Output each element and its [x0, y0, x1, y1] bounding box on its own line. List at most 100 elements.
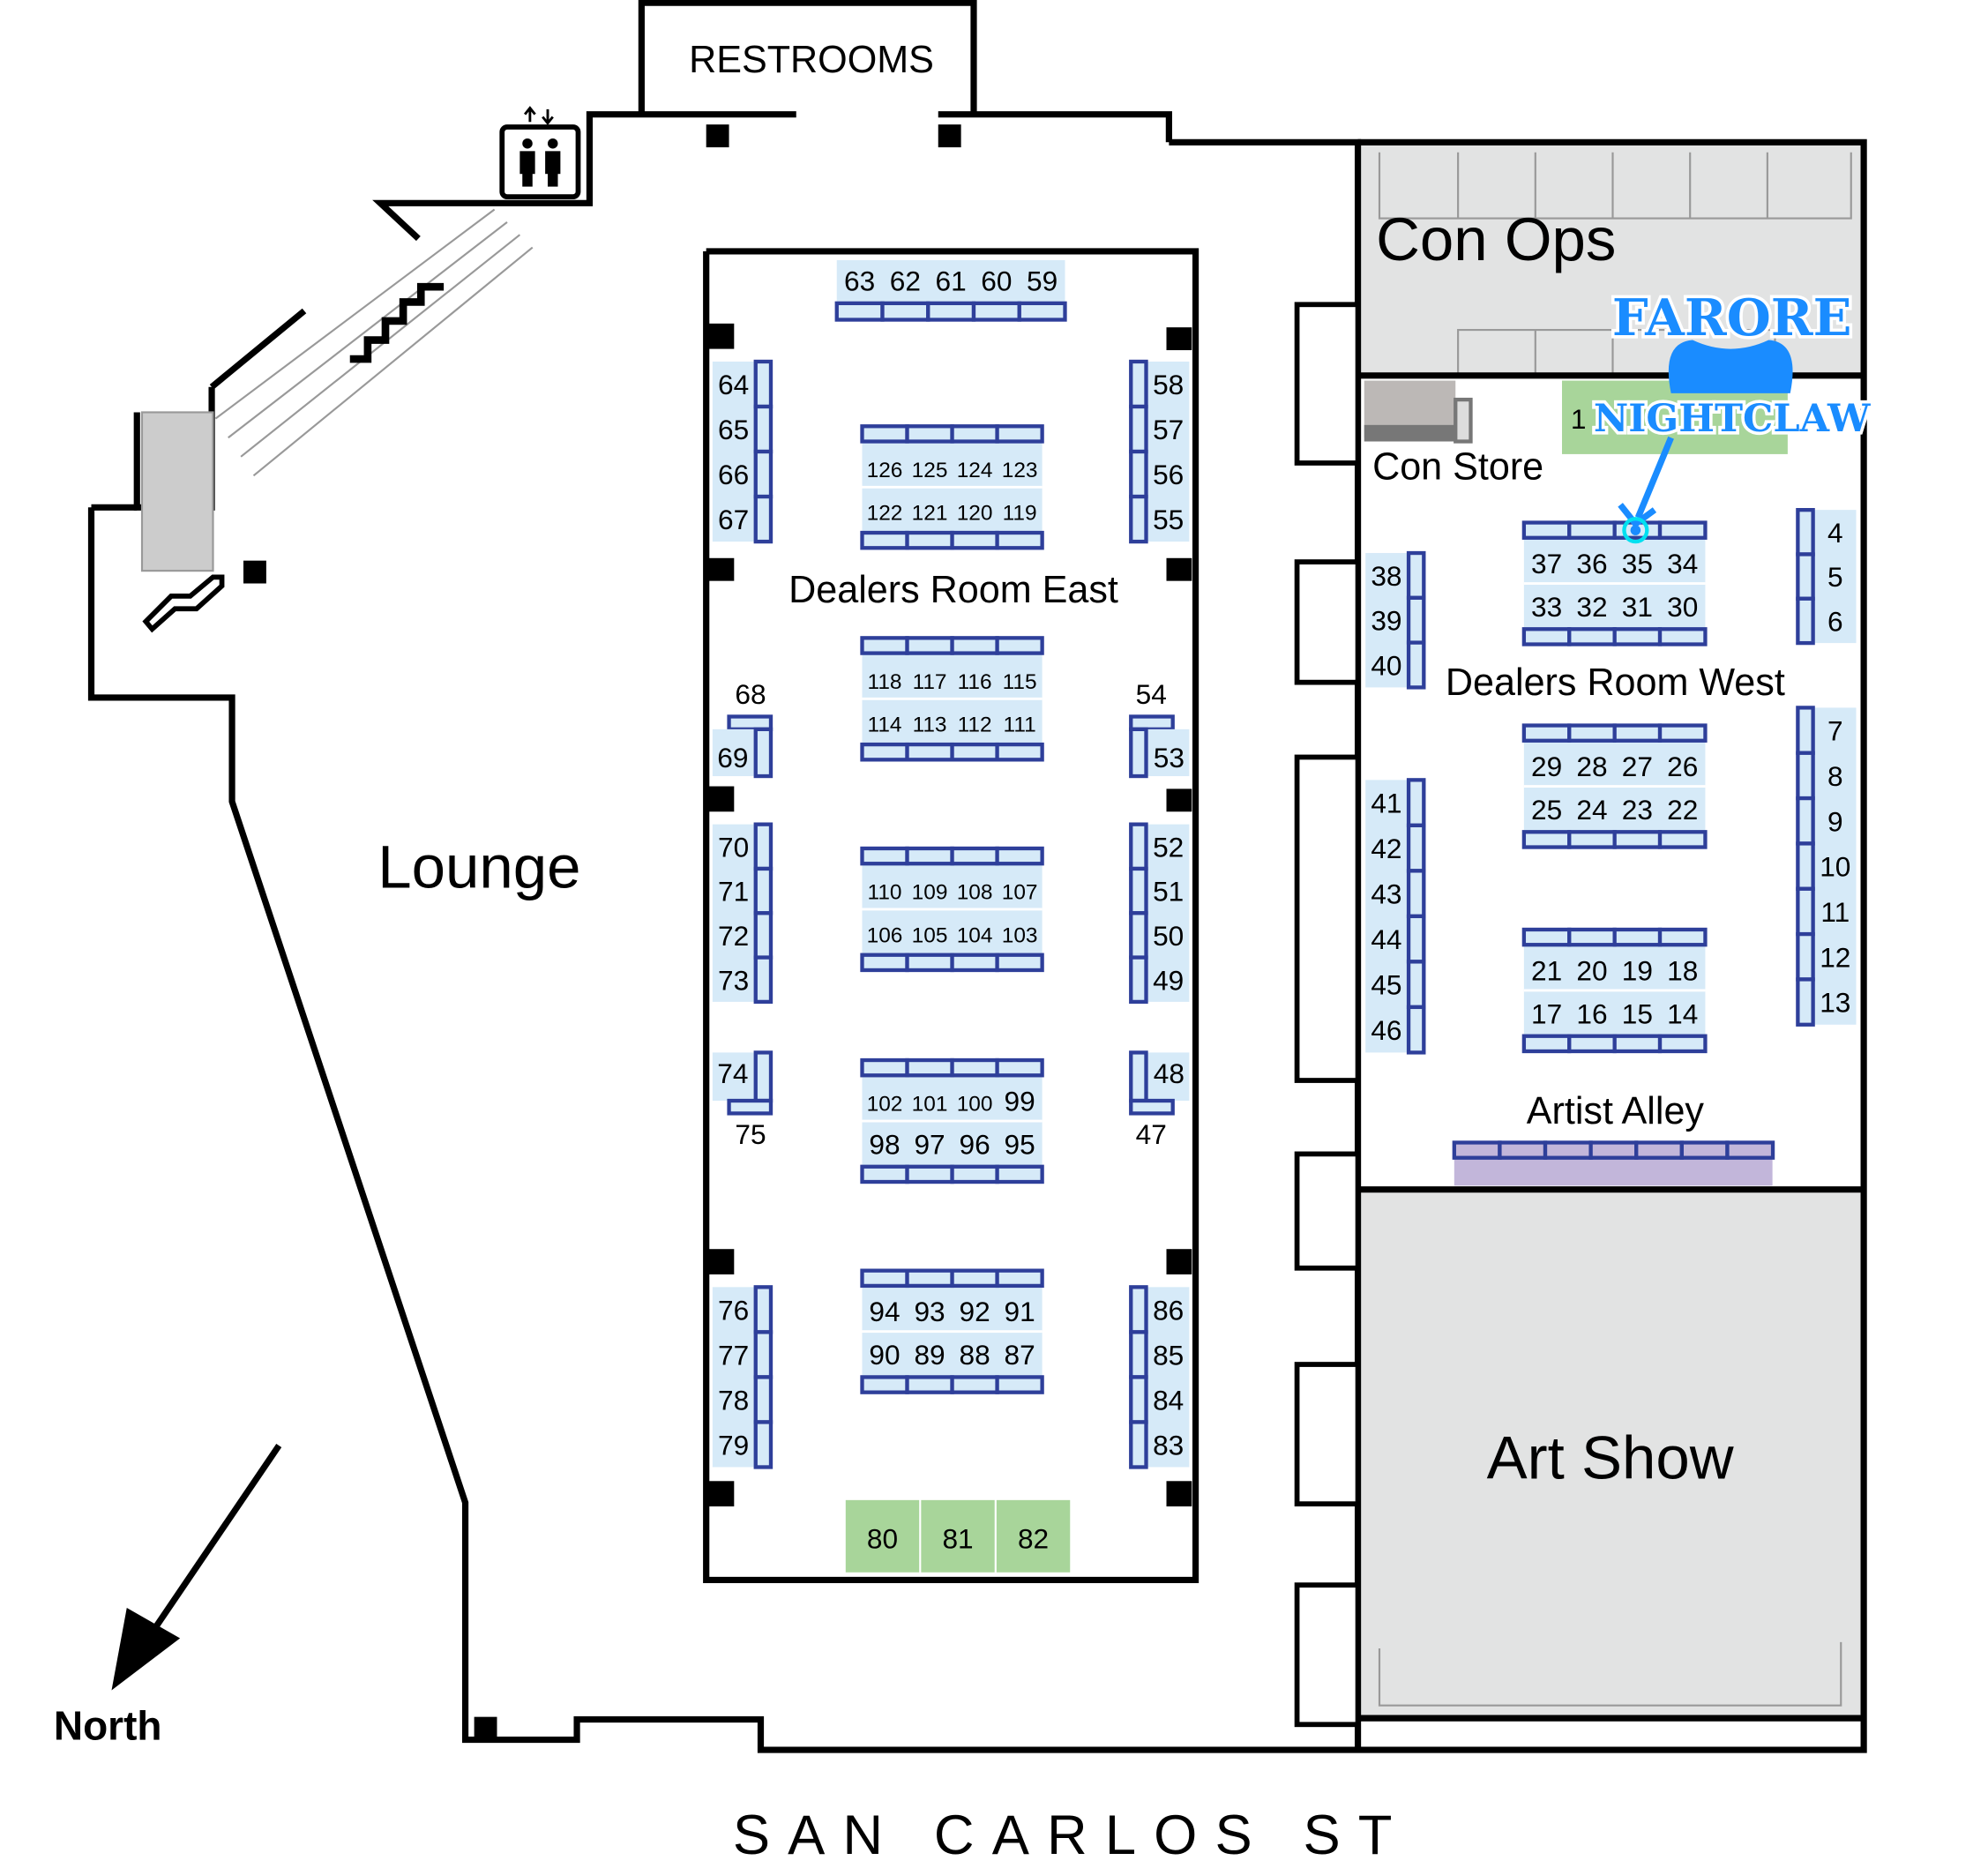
booth-number: 99 [1005, 1086, 1035, 1117]
booth-table [1657, 627, 1708, 646]
booth-table [1129, 1330, 1148, 1379]
booth-number: 77 [718, 1339, 749, 1371]
booth-number: 63 [844, 265, 875, 296]
booth-number: 45 [1371, 969, 1401, 1001]
booth-table [860, 953, 909, 973]
booth-table [753, 1285, 774, 1334]
booth-number: 78 [718, 1384, 749, 1416]
booth-number: 91 [1005, 1296, 1035, 1327]
booth-number: 48 [1154, 1057, 1185, 1089]
booth-table [753, 1330, 774, 1379]
booth-table [834, 301, 885, 322]
booth-number: 27 [1622, 751, 1653, 782]
booth-table [995, 1268, 1044, 1289]
booth-area [1147, 824, 1190, 1002]
booth-table [1657, 520, 1708, 540]
booth-table [1567, 830, 1617, 849]
booth-number: 52 [1153, 831, 1184, 863]
booth-number: 57 [1153, 414, 1184, 445]
booth-number: 72 [718, 920, 749, 952]
booth-table [950, 1268, 999, 1289]
booth-number: 126 [867, 459, 903, 482]
booth-number: 114 [868, 714, 902, 737]
booth-number: 110 [868, 880, 902, 904]
booth-green [921, 1499, 995, 1573]
booth-table [860, 1164, 909, 1184]
booth-table [1129, 955, 1148, 1005]
logo-line2: NIGHTCLAW [1594, 397, 1871, 441]
booth-number: 25 [1531, 794, 1562, 826]
booth-number: 74 [717, 1057, 748, 1089]
con-ops-label: Con Ops [1376, 205, 1616, 273]
booth-number: 82 [1018, 1522, 1049, 1554]
booth-area [712, 729, 755, 777]
booth-number: 102 [867, 1093, 903, 1117]
booth-area [1814, 707, 1857, 1025]
booth-number: 108 [957, 880, 993, 904]
booth-number: 105 [912, 923, 948, 947]
booth-number: 104 [957, 923, 993, 947]
booth-number: 44 [1371, 923, 1401, 955]
booth-table [1129, 1098, 1175, 1116]
booth-number: 69 [717, 742, 748, 773]
booth-number: 80 [867, 1522, 898, 1554]
booth-table [1129, 359, 1148, 409]
lounge-label: Lounge [377, 833, 580, 901]
booth-area [712, 1287, 755, 1468]
booth-table [995, 1057, 1044, 1078]
booth-number: 29 [1531, 751, 1562, 782]
booth-table [1406, 640, 1426, 690]
booth-number: 123 [1002, 459, 1038, 482]
booth-table [995, 1164, 1044, 1184]
artist-alley-area [1454, 1157, 1773, 1186]
booth-number: 115 [1003, 670, 1037, 694]
booth-area [1147, 1287, 1190, 1468]
booth-number: 68 [735, 678, 766, 710]
booth-table [860, 742, 909, 762]
booth-area [1365, 780, 1408, 1053]
booth-table [1521, 723, 1572, 743]
booth-table [1567, 927, 1617, 947]
booth-number: 17 [1531, 998, 1562, 1029]
booth-table [926, 301, 976, 322]
booth-number: 58 [1153, 369, 1184, 400]
booth-table [950, 1164, 999, 1184]
booth-number: 56 [1153, 459, 1184, 490]
booth-number: 36 [1576, 548, 1607, 579]
booth-number: 75 [735, 1118, 766, 1150]
booth-number: 120 [957, 502, 993, 526]
booth-table [1406, 778, 1426, 828]
booth-number: 96 [959, 1128, 990, 1160]
booth-table [727, 1098, 774, 1116]
booth-number: 112 [958, 714, 992, 737]
booth-number: 60 [981, 265, 1012, 296]
booth-table [1129, 911, 1148, 960]
booth-number: 7 [1827, 715, 1843, 747]
booth-number: 49 [1153, 964, 1184, 996]
booth-table [950, 424, 999, 444]
booth-number: 64 [718, 369, 749, 400]
booth-table [1521, 1034, 1572, 1054]
booth-number: 92 [959, 1296, 990, 1327]
booth-table [1452, 1140, 1502, 1160]
booth-area [712, 361, 755, 542]
booth-number: 11 [1820, 896, 1850, 928]
booth-table [1129, 494, 1148, 544]
booth-table [1796, 977, 1815, 1027]
booth-table [950, 1057, 999, 1078]
booth-area [712, 824, 755, 1002]
art-show-label: Art Show [1487, 1423, 1734, 1491]
booth-number: 66 [718, 459, 749, 490]
booth-table [905, 424, 954, 444]
booth-number: 13 [1820, 987, 1850, 1019]
booth-number: 46 [1371, 1014, 1401, 1046]
booth-table [1612, 927, 1663, 947]
booth-table [753, 1375, 774, 1424]
booth-table [1796, 596, 1815, 646]
booth-table [905, 1057, 954, 1078]
booth-table [1796, 508, 1815, 557]
booth-table [1796, 552, 1815, 601]
booth-table [995, 1375, 1044, 1394]
booth-number: 95 [1005, 1128, 1035, 1160]
